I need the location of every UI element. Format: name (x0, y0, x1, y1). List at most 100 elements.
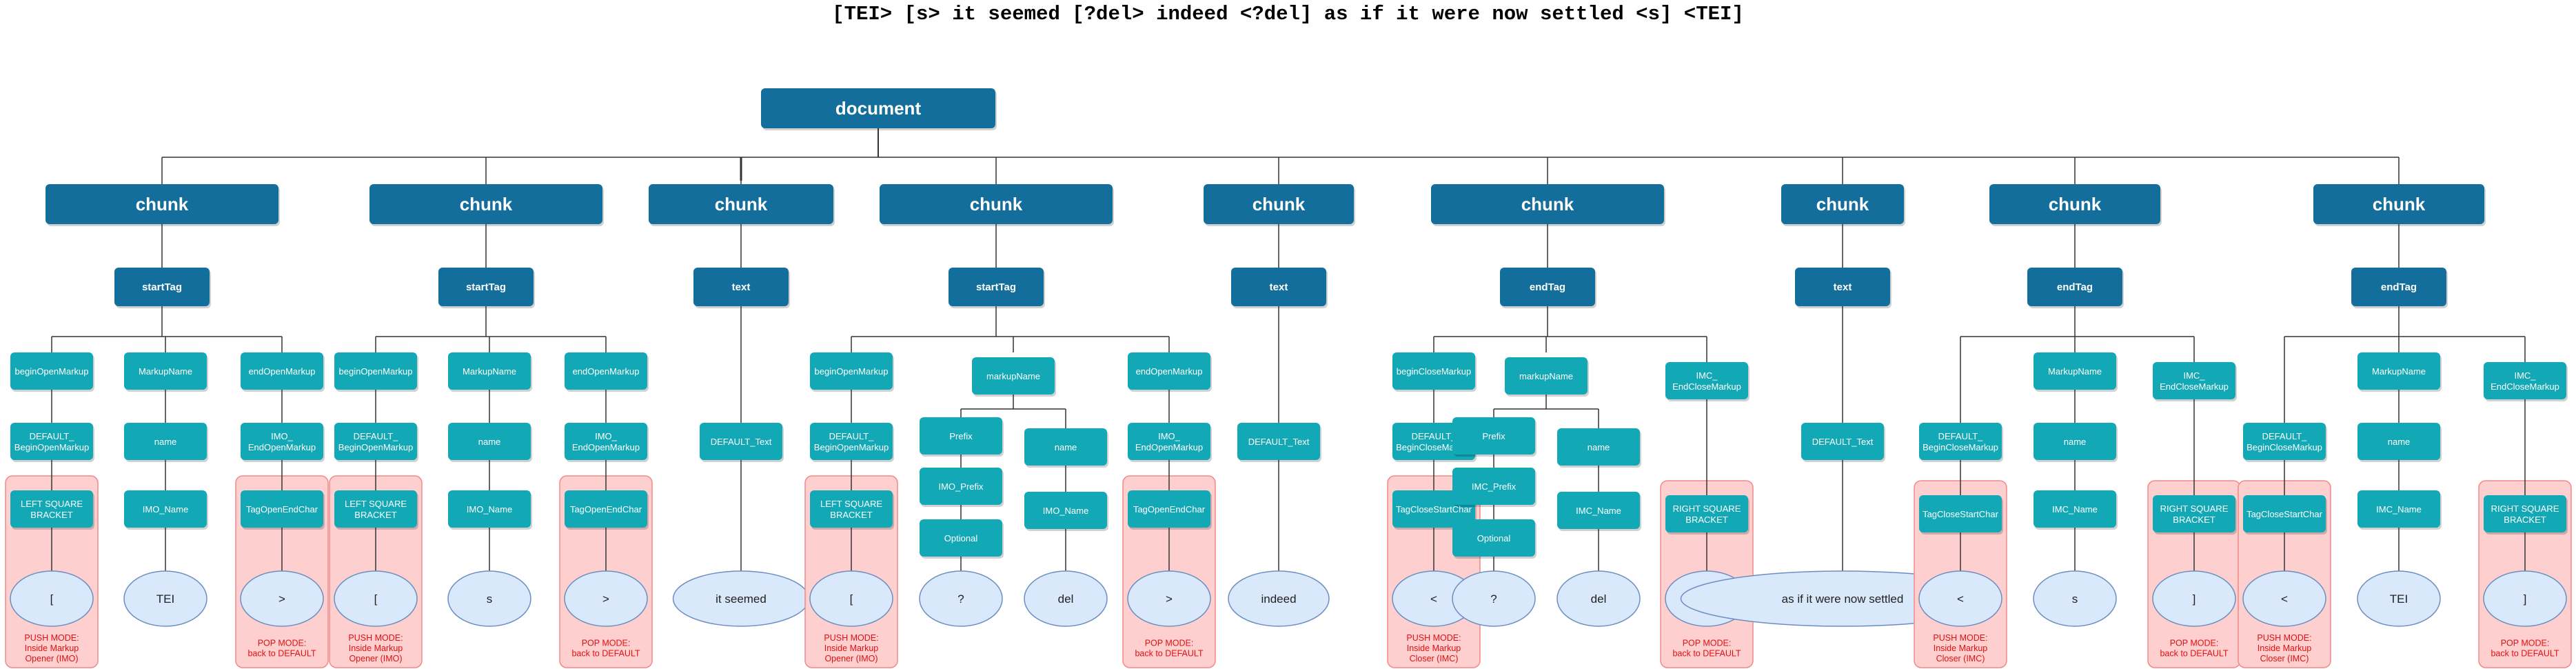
beginopenmarkup-node: beginOpenMarkup (10, 352, 94, 392)
node-box (241, 423, 323, 460)
leaf-text: > (1166, 592, 1173, 606)
node-box (920, 468, 1002, 505)
default-text-node: DEFAULT_Text (700, 423, 784, 462)
starttag-node: startTag (114, 268, 211, 308)
node-box (949, 268, 1044, 306)
default-beginopenmarkup-node: DEFAULT_BeginOpenMarkup (810, 423, 894, 462)
endopenmarkup-node: endOpenMarkup (241, 352, 325, 392)
node-label: name (1588, 442, 1610, 452)
node-label: IMO_Name (467, 504, 512, 515)
node-box (565, 490, 647, 528)
token-leaf: ] (2483, 570, 2567, 627)
leaf-ellipse (2242, 570, 2326, 627)
token-leaf: [ (334, 570, 418, 627)
node-box (2357, 423, 2440, 460)
node-box (700, 423, 782, 460)
beginopenmarkup-node: beginOpenMarkup (334, 352, 418, 392)
node-label: name (478, 437, 501, 447)
node-label: IMC_Name (2052, 504, 2098, 515)
node-box (448, 490, 531, 528)
node-box (2153, 362, 2235, 399)
node-label: TagCloseStartChar (1923, 509, 1998, 519)
node-box (972, 357, 1055, 395)
imc-name-node: IMC_Name (2034, 490, 2118, 530)
node-label: DEFAULT_Text (1248, 437, 1310, 447)
node-label: beginOpenMarkup (815, 366, 889, 377)
node-box (124, 352, 207, 390)
leaf-text: < (1430, 592, 1437, 606)
node-label: IMO_EndOpenMarkup (1135, 431, 1203, 452)
node-box (880, 184, 1113, 224)
node-box (1452, 417, 1535, 455)
imc-name-node: IMC_Name (1557, 492, 1641, 531)
node-label: IMC_Name (2376, 504, 2422, 515)
node-box (334, 423, 417, 460)
node-label: beginOpenMarkup (15, 366, 89, 377)
node-box (10, 423, 93, 460)
node-label: IMO_Name (143, 504, 188, 515)
token-leaf: it seemed (672, 570, 810, 627)
leaf-ellipse (2483, 570, 2567, 627)
endopenmarkup-node: endOpenMarkup (1128, 352, 1212, 392)
node-box (448, 352, 531, 390)
imo-endopenmarkup-node: IMO_EndOpenMarkup (241, 423, 325, 462)
node-label: startTag (142, 281, 182, 293)
node-label: chunk (136, 194, 189, 214)
imc-endclosemarkup-node: IMC_EndCloseMarkup (2153, 362, 2237, 401)
token-leaf: > (564, 570, 648, 627)
imo-name-node: IMO_Name (124, 490, 208, 530)
leaf-text: [ (374, 592, 378, 606)
diagram-title: [TEI> [s> it seemed [?del> indeed <?del]… (832, 3, 1744, 26)
node-box (1431, 184, 1664, 224)
tagopenendchar-node: TagOpenEndChar (241, 490, 325, 530)
node-label: IMC_EndCloseMarkup (2491, 370, 2559, 392)
node-box (45, 184, 278, 224)
chunk-node: chunk (880, 184, 1114, 226)
mode-label: POP MODE:back to DEFAULT (2160, 639, 2228, 659)
node-label: endOpenMarkup (249, 366, 316, 377)
name-node: name (2034, 423, 2118, 462)
node-label: endTag (2057, 281, 2093, 293)
node-label: MarkupName (2372, 366, 2426, 377)
node-label: document (835, 98, 922, 119)
node-label: text (1834, 281, 1852, 293)
node-label: Prefix (949, 431, 973, 441)
starttag-node: startTag (438, 268, 535, 308)
node-box (369, 184, 602, 224)
node-box (565, 423, 647, 460)
text-node: text (1231, 268, 1328, 308)
node-label: TagOpenEndChar (570, 504, 642, 515)
mode-label: POP MODE:back to DEFAULT (1672, 639, 1741, 659)
chunk-node: chunk (1781, 184, 1905, 226)
leaf-ellipse (447, 570, 531, 627)
imo-prefix-node: IMO_Prefix (920, 468, 1004, 507)
leaf-text: [ (850, 592, 853, 606)
node-box (1452, 468, 1535, 505)
token-leaf: s (447, 570, 531, 627)
node-label: DEFAULT_BeginOpenMarkup (14, 431, 89, 452)
node-label: MarkupName (463, 366, 516, 377)
node-box (2484, 495, 2566, 532)
node-label: chunk (1521, 194, 1574, 214)
imo-name-node: IMO_Name (448, 490, 532, 530)
mode-label: POP MODE:back to DEFAULT (1135, 639, 1203, 659)
leaf-ellipse (1228, 570, 1330, 627)
node-label: Optional (944, 533, 978, 543)
markupname-node: MarkupName (2357, 352, 2442, 392)
node-label: MarkupName (2048, 366, 2102, 377)
node-box (1801, 423, 1884, 460)
node-box (1024, 428, 1107, 466)
token-leaf: ] (2152, 570, 2236, 627)
leaf-ellipse (1024, 570, 1108, 627)
leaf-ellipse (10, 570, 94, 627)
imc-prefix-node: IMC_Prefix (1452, 468, 1537, 507)
default-beginclosemarkup-node: DEFAULT_BeginCloseMarkup (1919, 423, 2003, 462)
leaf-ellipse (1127, 570, 1211, 627)
node-box (761, 88, 995, 128)
token-leaf: del (1024, 570, 1108, 627)
node-label: IMO_EndOpenMarkup (248, 431, 316, 452)
